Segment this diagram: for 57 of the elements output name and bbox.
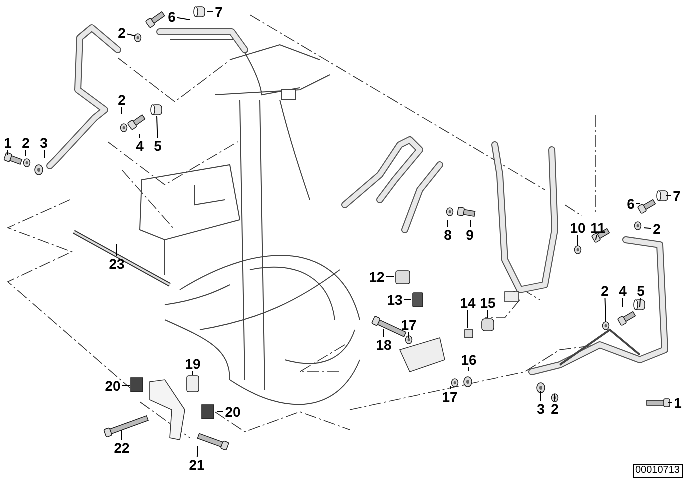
callout-number: 2 xyxy=(22,136,30,150)
callout-number: 15 xyxy=(480,296,496,310)
leader-line xyxy=(44,150,46,158)
callout-number: 2 xyxy=(653,222,661,236)
leader-line xyxy=(604,298,606,322)
callout-number: 21 xyxy=(189,458,205,472)
leader-line xyxy=(640,298,642,308)
callout-number: 4 xyxy=(619,284,627,298)
callout-number: 10 xyxy=(570,221,586,235)
callout-number: 3 xyxy=(40,136,48,150)
leader-line xyxy=(540,390,542,402)
callout-number: 22 xyxy=(114,441,130,455)
leader-line xyxy=(196,446,198,458)
leader-line xyxy=(127,34,136,36)
callout-number: 3 xyxy=(537,402,545,416)
callout-number: 2 xyxy=(601,284,609,298)
leader-line xyxy=(192,371,194,376)
callout-number: 17 xyxy=(442,390,458,404)
callout-number: 1 xyxy=(674,396,682,410)
part-number-label: 00010713 xyxy=(632,464,683,478)
callout-number: 6 xyxy=(168,10,176,24)
callout-number: 2 xyxy=(551,402,559,416)
leader-line xyxy=(596,235,598,240)
callout-number: 7 xyxy=(215,5,223,19)
callout-number: 1 xyxy=(4,136,12,150)
callout-number: 11 xyxy=(590,221,606,235)
callout-number: 20 xyxy=(105,379,121,393)
callout-number: 8 xyxy=(444,228,452,242)
callout-number: 17 xyxy=(401,318,417,332)
callout-number: 13 xyxy=(387,293,403,307)
leader-line xyxy=(622,298,624,308)
leader-line xyxy=(470,220,472,228)
callout-number: 5 xyxy=(154,139,162,153)
callout-number: 12 xyxy=(369,270,385,284)
callout-number: 18 xyxy=(376,338,392,352)
leader-line xyxy=(408,332,410,338)
leader-line xyxy=(668,402,673,404)
leader-line xyxy=(450,386,452,390)
callout-number: 16 xyxy=(461,353,477,367)
callout-number: 19 xyxy=(185,357,201,371)
leader-line xyxy=(156,116,158,139)
leader-line xyxy=(554,394,556,402)
callout-number: 5 xyxy=(637,284,645,298)
leader-line xyxy=(386,276,394,278)
callout-number: 6 xyxy=(627,197,635,211)
callout-number: 14 xyxy=(460,296,476,310)
leader-line xyxy=(116,244,118,257)
callout-number: 4 xyxy=(136,139,144,153)
callout-number: 7 xyxy=(673,189,681,203)
callout-number: 20 xyxy=(225,405,241,419)
leader-line xyxy=(644,228,652,230)
leader-line xyxy=(177,17,190,20)
callout-number: 23 xyxy=(109,257,125,271)
callout-number: 9 xyxy=(466,228,474,242)
callout-number: 2 xyxy=(118,93,126,107)
callout-number: 2 xyxy=(118,26,126,40)
leader-line xyxy=(468,367,470,372)
